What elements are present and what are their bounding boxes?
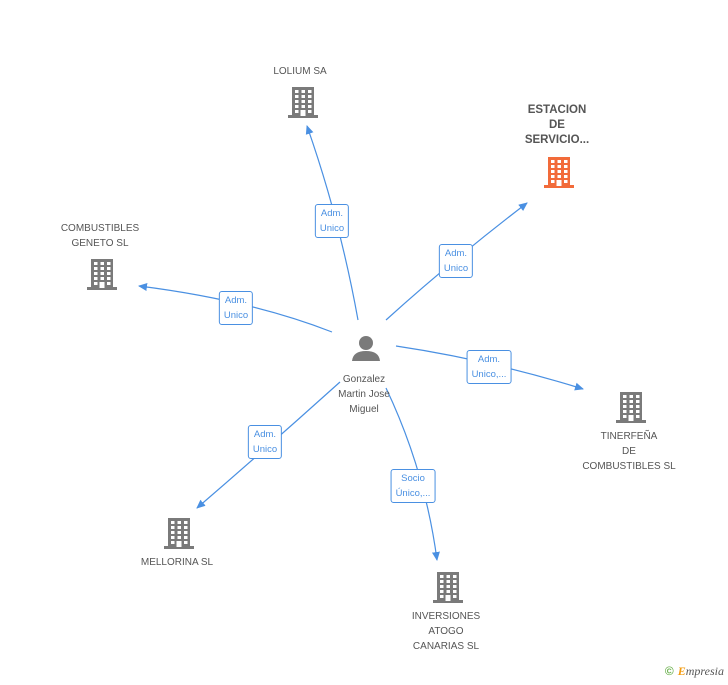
relation-label-tinerfena[interactable]: Adm. Unico,... — [466, 350, 512, 384]
building-icon-estacion[interactable] — [544, 157, 574, 188]
company-label-tinerfena[interactable]: TINERFEÑA DE COMBUSTIBLES SL — [582, 431, 676, 472]
building-icon-tinerfena[interactable] — [616, 392, 646, 423]
relation-label-geneto[interactable]: Adm. Unico — [218, 291, 254, 325]
relation-label-mellorina[interactable]: Adm. Unico — [247, 425, 283, 459]
brand-logo: Empresia — [677, 664, 724, 678]
relation-label-estacion[interactable]: Adm. Unico — [438, 244, 474, 278]
person-name-label[interactable]: Gonzalez Martin Jose Miguel — [338, 374, 390, 415]
building-icon-lolium[interactable] — [288, 87, 318, 118]
copyright-footer: ©Empresia — [665, 664, 724, 679]
company-label-geneto[interactable]: COMBUSTIBLES GENETO SL — [60, 223, 140, 249]
relation-label-atogo[interactable]: Socio Único,... — [390, 469, 436, 503]
company-label-mellorina[interactable]: MELLORINA SL — [140, 557, 214, 568]
company-label-estacion[interactable]: ESTACION DE SERVICIO... — [524, 104, 590, 146]
relation-label-lolium[interactable]: Adm. Unico — [314, 204, 350, 238]
building-icon-atogo[interactable] — [433, 572, 463, 603]
building-icon-mellorina[interactable] — [164, 518, 194, 549]
company-label-lolium[interactable]: LOLIUM SA — [273, 66, 327, 77]
copyright-icon: © — [664, 664, 674, 678]
person-icon[interactable] — [352, 336, 380, 361]
company-label-atogo[interactable]: INVERSIONES ATOGO CANARIAS SL — [411, 611, 481, 652]
building-icon-geneto[interactable] — [87, 259, 117, 290]
